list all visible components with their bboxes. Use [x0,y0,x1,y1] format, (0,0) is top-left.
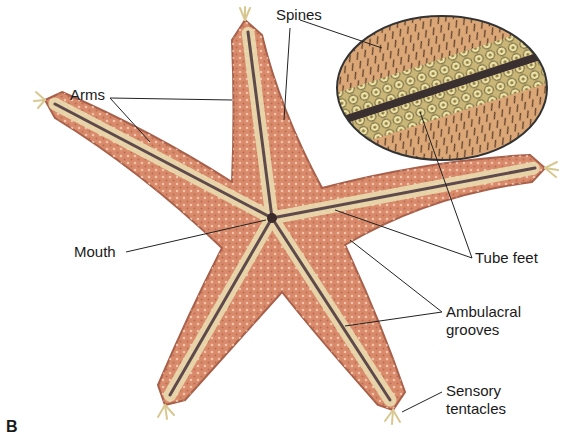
part-label: Arms [70,86,105,104]
part-label: Tube feet [475,249,538,267]
part-label: Sensory tentacles [446,382,536,418]
part-label: Ambulacral grooves [446,303,541,339]
panel-letter: B [6,418,18,436]
part-label: Spines [276,6,322,24]
part-label: Mouth [74,243,116,261]
